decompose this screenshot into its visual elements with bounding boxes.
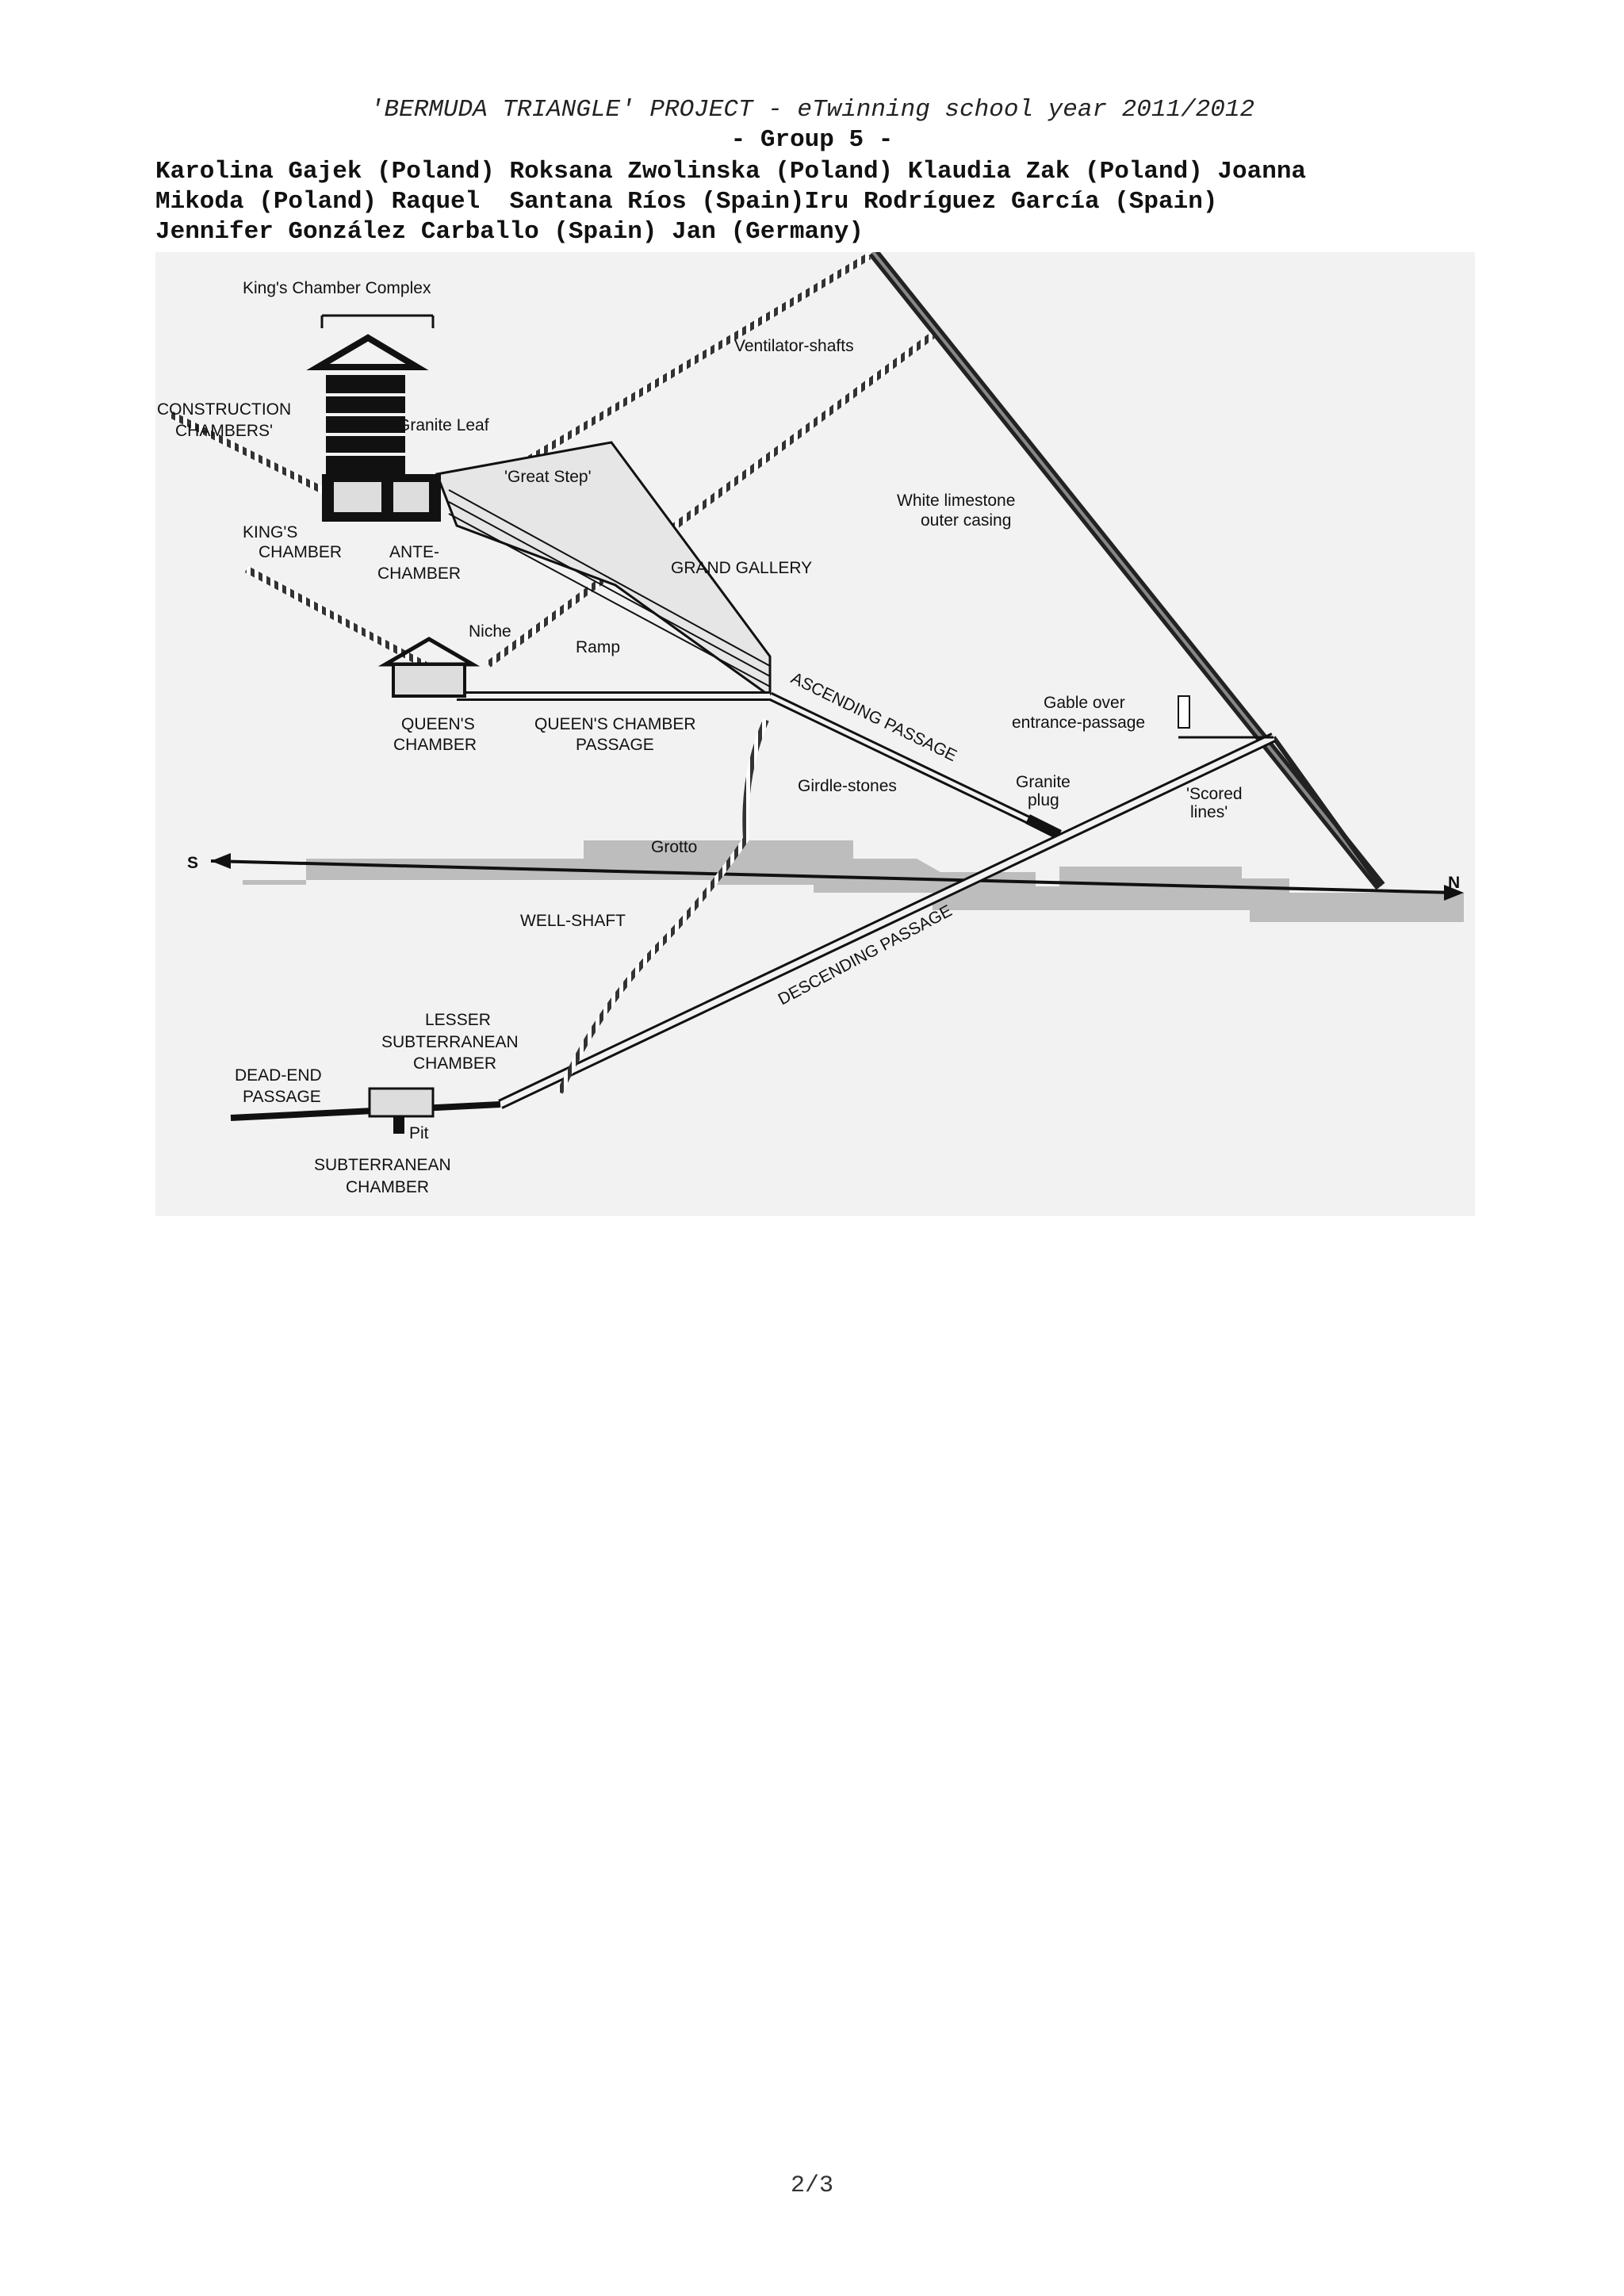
label-niche: Niche <box>469 622 511 641</box>
label-pit: Pit <box>409 1124 429 1142</box>
label-granite-leaf: Granite Leaf <box>397 416 489 434</box>
member-line: Mikoda (Poland) Raquel Santana Ríos (Spa… <box>155 188 1218 216</box>
label-ramp: Ramp <box>576 638 620 656</box>
gallery-line <box>448 489 771 667</box>
south-arrow-icon <box>211 853 231 869</box>
label-subterranean-chamber: SUBTERRANEAN <box>314 1156 451 1174</box>
label-kings-chamber: KING'S <box>243 523 297 541</box>
label-ante-chamber: ANTE- <box>389 543 439 561</box>
label-ante-chamber: CHAMBER <box>377 564 461 583</box>
label-outer-casing: outer casing <box>921 511 1011 530</box>
label-grotto: Grotto <box>651 838 697 856</box>
kings-chamber-interior <box>334 482 381 512</box>
label-kings-chamber: CHAMBER <box>259 543 342 561</box>
subterranean-chamber <box>368 1087 435 1118</box>
gallery-line <box>448 513 771 687</box>
page-number: 2/3 <box>790 2172 833 2199</box>
label-dead-end-passage: DEAD-END <box>235 1066 322 1085</box>
bedrock-ground <box>243 840 1464 922</box>
granite-plug <box>1025 814 1062 840</box>
label-girdle-stones: Girdle-stones <box>798 777 897 795</box>
label-scored-lines: 'Scored <box>1186 785 1243 803</box>
gable-marker <box>1178 695 1190 729</box>
label-ventilator-shafts: Ventilator-shafts <box>734 337 854 355</box>
label-kings-chamber-complex: King's Chamber Complex <box>243 279 431 297</box>
member-line: Jennifer González Carballo (Spain) Jan (… <box>155 218 864 246</box>
label-granite-plug: plug <box>1028 791 1059 809</box>
label-white-limestone: White limestone <box>897 492 1015 510</box>
label-gable: Gable over <box>1044 694 1125 712</box>
member-line: Karolina Gajek (Poland) Roksana Zwolinsk… <box>155 158 1307 186</box>
casing-line <box>1271 736 1383 888</box>
label-great-step: 'Great Step' <box>504 468 592 486</box>
queens-chamber <box>392 663 466 698</box>
pyramid-face-inner <box>871 252 1382 888</box>
document-title: 'BERMUDA TRIANGLE' PROJECT - eTwinning s… <box>369 96 1255 124</box>
group-heading: - Group 5 - <box>730 126 894 154</box>
pyramid-diagram: King's Chamber Complex CONSTRUCTION CHAM… <box>157 252 1464 1196</box>
pit-shape <box>393 1116 404 1134</box>
well-shaft <box>557 718 769 1094</box>
label-north: N <box>1448 874 1460 892</box>
label-lesser-subterranean: LESSER <box>425 1011 491 1029</box>
label-dead-end-passage: PASSAGE <box>243 1088 321 1106</box>
label-granite-plug: Granite <box>1016 773 1071 791</box>
north-shaft-kings <box>502 253 871 477</box>
label-grand-gallery: GRAND GALLERY <box>671 559 812 577</box>
pyramid-cross-section-figure: King's Chamber Complex CONSTRUCTION CHAM… <box>155 252 1475 1216</box>
label-descending-passage: DESCENDING PASSAGE <box>776 901 956 1008</box>
label-subterranean-chamber: CHAMBER <box>346 1178 429 1196</box>
label-scored-lines: lines' <box>1190 803 1228 821</box>
lower-horizontal-passage <box>230 1101 501 1121</box>
ascending-passage-inner <box>768 694 1061 837</box>
label-queens-chamber: CHAMBER <box>393 736 477 754</box>
label-queens-passage: PASSAGE <box>576 736 654 754</box>
member-list: Karolina Gajek (Poland) Roksana Zwolinsk… <box>155 157 1503 247</box>
north-arrow-icon <box>1444 885 1464 901</box>
north-south-axis <box>210 859 1457 894</box>
label-queens-passage: QUEEN'S CHAMBER <box>534 715 696 733</box>
descending-passage-inner <box>499 734 1275 1108</box>
label-construction-chambers: CHAMBERS' <box>175 422 273 440</box>
label-queens-chamber: QUEEN'S <box>401 715 475 733</box>
label-construction-chambers: CONSTRUCTION <box>157 400 291 419</box>
gallery-line <box>448 501 771 677</box>
ante-chamber-interior <box>393 482 429 512</box>
south-shaft-kings <box>169 411 340 502</box>
construction-chambers <box>326 375 405 474</box>
north-shaft-queens <box>486 332 935 668</box>
label-south: S <box>187 854 198 872</box>
label-gable: entrance-passage <box>1012 714 1145 732</box>
label-well-shaft: WELL-SHAFT <box>520 912 626 930</box>
label-lesser-subterranean: SUBTERRANEAN <box>381 1033 519 1051</box>
label-lesser-subterranean: CHAMBER <box>413 1054 496 1073</box>
kings-complex-roof <box>306 334 429 370</box>
